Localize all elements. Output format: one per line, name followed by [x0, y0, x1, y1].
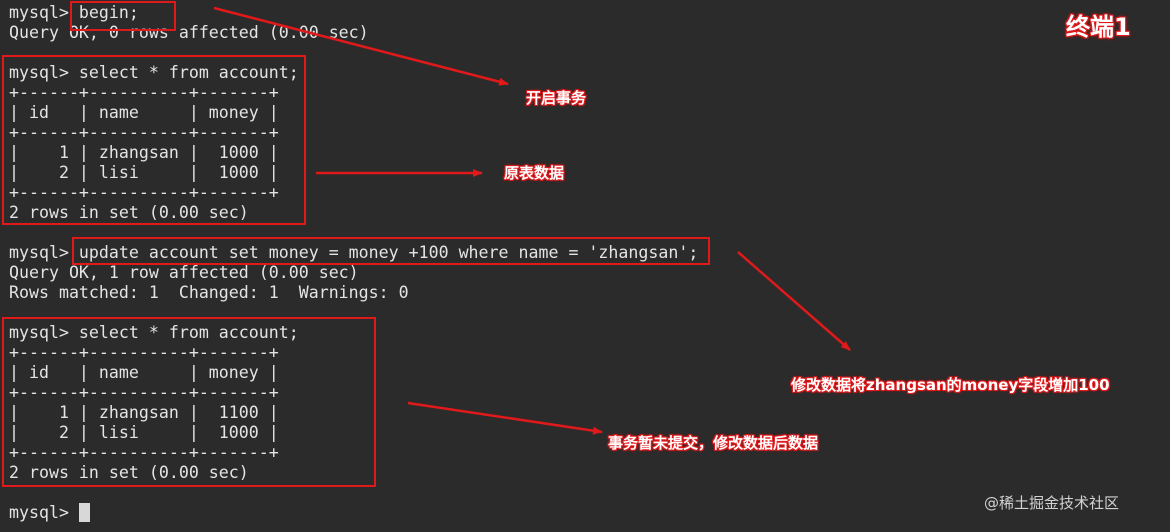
watermark: @稀土掘金技术社区	[984, 494, 1120, 512]
terminal-line: +------+----------+-------+	[9, 183, 279, 202]
terminal-line: +------+----------+-------+	[9, 123, 279, 142]
terminal-line: Query OK, 0 rows affected (0.00 sec)	[9, 23, 369, 42]
terminal-line: 2 rows in set (0.00 sec)	[9, 463, 249, 482]
begin-highlight-box	[70, 1, 176, 31]
annotation-original-data: 原表数据	[504, 164, 565, 182]
terminal-line: | 1 | zhangsan | 1100 |	[9, 403, 279, 422]
annotation-update-note: 修改数据将zhangsan的money字段增加100	[791, 376, 1110, 394]
terminal-line: Rows matched: 1 Changed: 1 Warnings: 0	[9, 283, 409, 302]
terminal-line: | 1 | zhangsan | 1000 |	[9, 143, 279, 162]
arrow-to-update-note	[737, 251, 851, 351]
terminal-label: 终端1	[1066, 13, 1131, 41]
terminal-line: mysql> update account set money = money …	[9, 243, 699, 262]
terminal-prompt[interactable]: mysql>	[9, 503, 79, 522]
arrow-to-start-transaction	[213, 6, 509, 86]
terminal-line: +------+----------+-------+	[9, 343, 279, 362]
terminal-line: Query OK, 1 row affected (0.00 sec)	[9, 263, 359, 282]
terminal-line: | id | name | money |	[9, 363, 279, 382]
terminal-line: | id | name | money |	[9, 103, 279, 122]
terminal-line: mysql> begin;	[9, 3, 139, 22]
terminal-line: | 2 | lisi | 1000 |	[9, 163, 279, 182]
updated-table-highlight-box	[2, 317, 376, 487]
terminal-line: +------+----------+-------+	[9, 83, 279, 102]
terminal-line: +------+----------+-------+	[9, 443, 279, 462]
annotation-uncommitted-note: 事务暂未提交，修改数据后数据	[608, 434, 819, 452]
arrow-to-uncommitted-note	[407, 401, 603, 435]
terminal-line: 2 rows in set (0.00 sec)	[9, 203, 249, 222]
text-cursor	[79, 503, 90, 522]
terminal-line: mysql> select * from account;	[9, 323, 299, 342]
update-highlight-box	[72, 237, 710, 265]
terminal-line: mysql> select * from account;	[9, 63, 299, 82]
terminal-line: | 2 | lisi | 1000 |	[9, 423, 279, 442]
annotation-start-transaction: 开启事务	[526, 89, 587, 107]
original-table-highlight-box	[2, 55, 306, 225]
terminal-line: +------+----------+-------+	[9, 383, 279, 402]
